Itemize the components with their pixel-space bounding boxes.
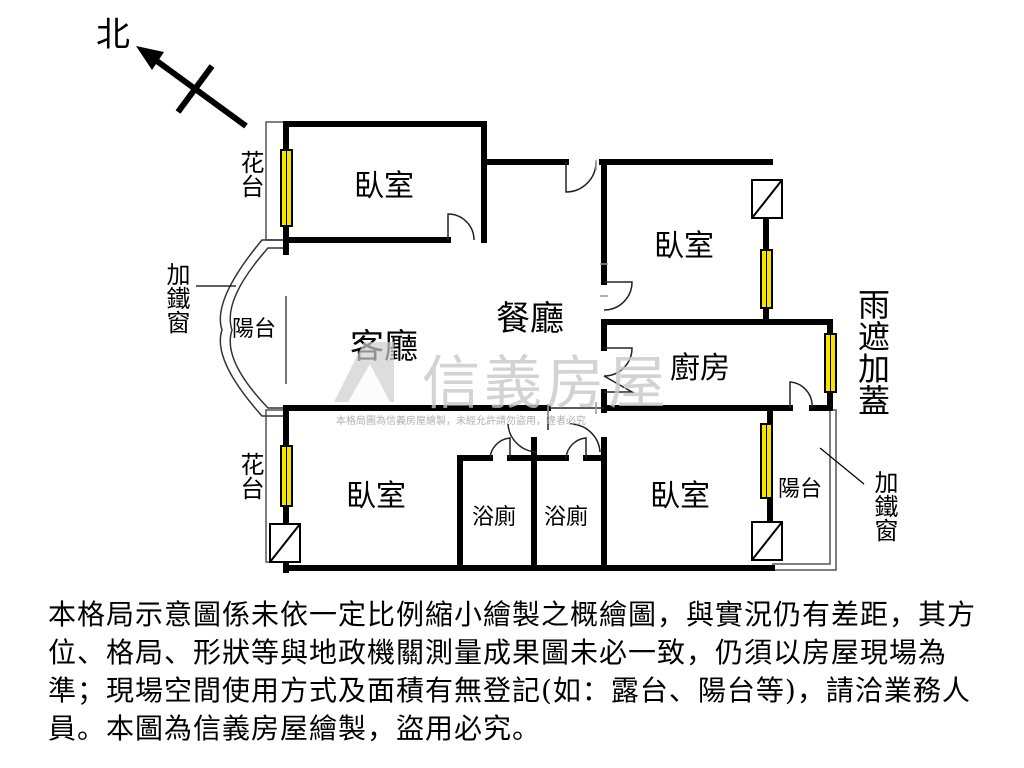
watermark: 信義房屋 本格局圖為信義房屋繪製，未經允許請勿盜用，違者必究 (334, 338, 714, 430)
label-planter-top: 花台 (236, 150, 264, 198)
room-label-bedroom-top-left: 臥室 (354, 169, 414, 204)
watermark-brand: 信義房屋 (422, 349, 671, 417)
compass-label: 北 (96, 15, 130, 55)
room-label-bath-2: 浴廁 (544, 505, 588, 530)
watermark-notice: 本格局圖為信義房屋繪製，未經允許請勿盜用，違者必究 (336, 416, 586, 427)
room-label-bath-1: 浴廁 (472, 505, 516, 530)
door-posts (547, 160, 608, 416)
room-label-kitchen: 廚房 (670, 351, 730, 386)
doors (447, 161, 813, 459)
room-label-bedroom-bottom-left: 臥室 (346, 479, 406, 514)
disclaimer-text: 本格局示意圖係未依一定比例縮小繪製之概繪圖，與實況仍有差距，其方位、格局、形狀等… (48, 598, 977, 745)
north-arrow-icon (136, 46, 248, 129)
shaft-boxes (269, 179, 783, 563)
balcony-left-bay (219, 239, 286, 417)
leader-lines (196, 285, 865, 485)
window-lines (286, 150, 831, 506)
label-planter-bottom: 花台 (236, 452, 264, 500)
label-iron-window-left: 加鐵窗 (162, 262, 190, 334)
brand-logo-icon (334, 342, 394, 402)
room-label-balcony-left: 陽台 (232, 317, 276, 342)
room-label-balcony-right: 陽台 (778, 477, 822, 502)
label-iron-window-right: 加鐵窗 (870, 470, 898, 542)
floor-plan: 北 (96, 15, 865, 573)
room-label-dining-room: 餐廳 (496, 299, 564, 339)
room-label-bedroom-top-right: 臥室 (654, 229, 714, 264)
label-awning: 雨遮加蓋 (853, 288, 891, 416)
room-label-bedroom-bottom-right: 臥室 (650, 479, 710, 514)
